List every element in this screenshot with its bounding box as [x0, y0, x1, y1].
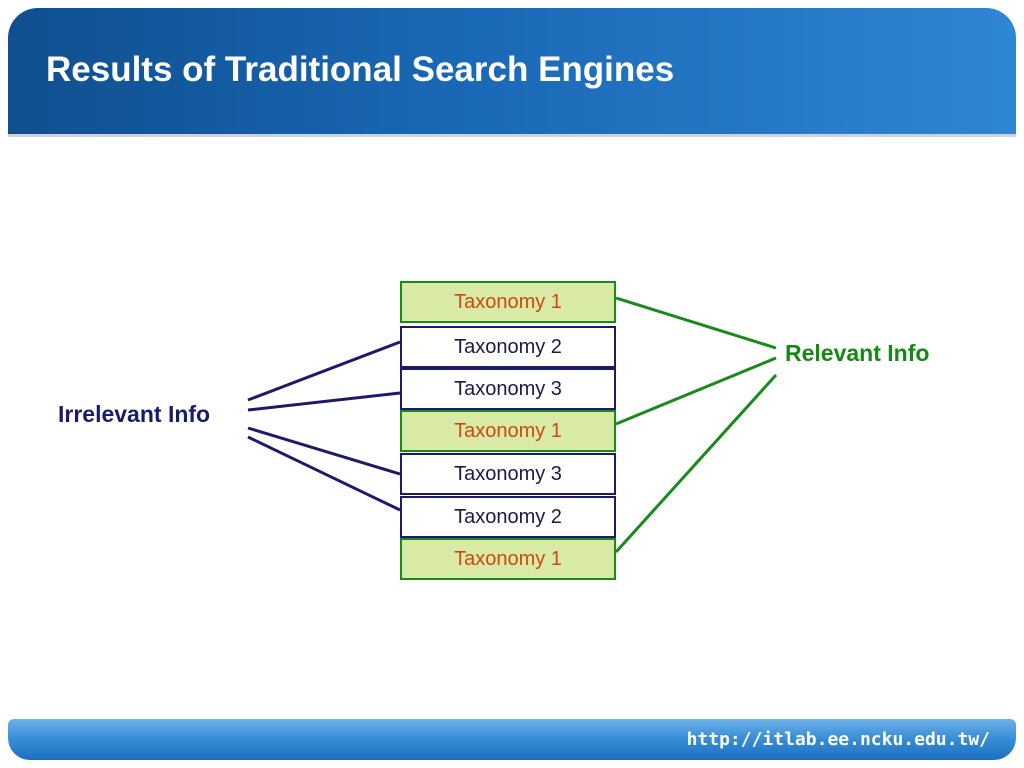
irrelevant-info-label: Irrelevant Info	[58, 401, 211, 427]
connector-irrelevant-3	[247, 426, 401, 476]
connector-relevant-1	[615, 296, 777, 350]
footer-url: http://itlab.ee.ncku.edu.tw/	[686, 729, 990, 750]
relevant-info-label: Relevant Info	[785, 340, 930, 366]
taxonomy-box-7: Taxonomy 1	[400, 538, 616, 580]
taxonomy-box-5: Taxonomy 3	[400, 453, 616, 495]
slide-title: Results of Traditional Search Engines	[46, 50, 675, 89]
taxonomy-box-2: Taxonomy 2	[400, 326, 616, 368]
footer-bar	[8, 719, 1016, 760]
connector-irrelevant-2	[247, 391, 401, 412]
connector-irrelevant-1	[247, 340, 401, 402]
connector-relevant-2	[615, 356, 777, 426]
taxonomy-box-4: Taxonomy 1	[400, 410, 616, 452]
taxonomy-box-1: Taxonomy 1	[400, 281, 616, 323]
taxonomy-box-3: Taxonomy 3	[400, 368, 616, 410]
taxonomy-box-6: Taxonomy 2	[400, 496, 616, 538]
connector-irrelevant-4	[247, 435, 401, 512]
title-banner	[8, 8, 1016, 134]
connector-relevant-3	[614, 373, 778, 554]
